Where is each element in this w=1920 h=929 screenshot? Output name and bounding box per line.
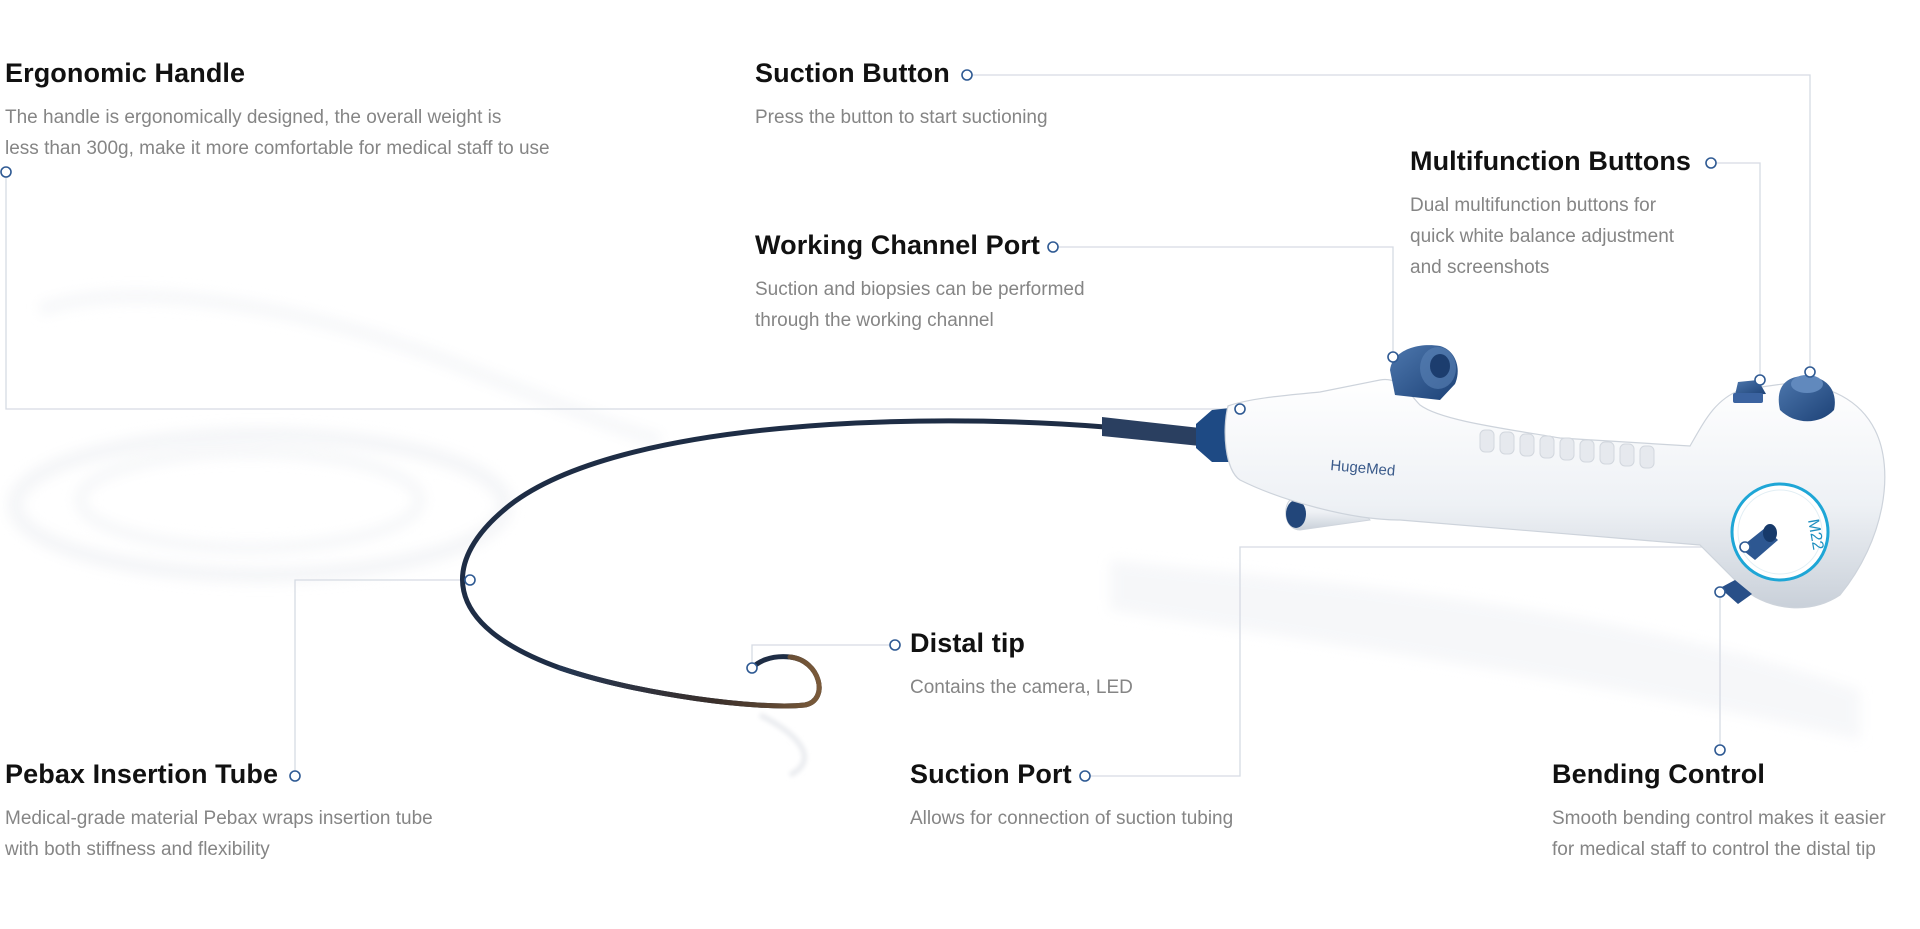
insertion-tube bbox=[460, 418, 1108, 778]
dot-distal-tip-device bbox=[746, 662, 758, 674]
grip-ridges bbox=[1479, 429, 1655, 469]
dot-pebax-device bbox=[464, 574, 476, 586]
dot-multifunction-device bbox=[1754, 374, 1766, 386]
dot-distal-tip-text bbox=[889, 639, 901, 651]
dot-working-channel-text bbox=[1047, 241, 1059, 253]
dot-suction-port-device bbox=[1739, 541, 1751, 553]
desc-line: Suction and biopsies can be performed bbox=[755, 279, 1085, 300]
desc-line: The handle is ergonomically designed, th… bbox=[5, 107, 502, 128]
background-tube-coil bbox=[7, 289, 662, 583]
feature-title-bending-control: Bending Control bbox=[1552, 759, 1765, 789]
feature-title-pebax-insertion-tube: Pebax Insertion Tube bbox=[5, 759, 279, 789]
feature-suction-port: Suction Port Allows for connection of su… bbox=[910, 757, 1233, 834]
feature-working-channel-port: Working Channel Port Suction and biopsie… bbox=[755, 228, 1085, 336]
dot-suction-button-device bbox=[1804, 366, 1816, 378]
leader-suction-button bbox=[967, 74, 1811, 372]
leader-dots bbox=[0, 69, 1816, 782]
feature-desc-suction-button: Press the button to start suctioning bbox=[755, 102, 1048, 133]
handle-reflection bbox=[1110, 560, 1860, 740]
handle-body: HugeMed bbox=[1224, 378, 1886, 609]
leader-suction-port bbox=[1085, 546, 1745, 777]
working-channel-port-cap bbox=[1390, 345, 1458, 400]
dot-ergonomic-handle-device bbox=[1234, 403, 1246, 415]
feature-pebax-insertion-tube: Pebax Insertion Tube Medical-grade mater… bbox=[5, 757, 433, 865]
dot-suction-port-text bbox=[1079, 770, 1091, 782]
dot-bending-device bbox=[1714, 586, 1726, 598]
desc-line: and screenshots bbox=[1410, 257, 1550, 278]
feature-desc-ergonomic-handle: The handle is ergonomically designed, th… bbox=[5, 102, 550, 164]
feature-ergonomic-handle: Ergonomic Handle The handle is ergonomic… bbox=[5, 56, 550, 164]
leader-pebax-insertion-tube bbox=[294, 579, 470, 776]
feature-title-distal-tip: Distal tip bbox=[910, 628, 1026, 658]
desc-line: Dual multifunction buttons for bbox=[1410, 195, 1657, 216]
feature-desc-distal-tip: Contains the camera, LED bbox=[910, 672, 1133, 703]
desc-line: for medical staff to control the distal … bbox=[1552, 839, 1876, 860]
model-label-text: M22 bbox=[1804, 518, 1826, 552]
desc-line: Smooth bending control makes it easier bbox=[1552, 808, 1886, 829]
dot-multifunction-text bbox=[1705, 157, 1717, 169]
feature-distal-tip: Distal tip Contains the camera, LED bbox=[910, 626, 1133, 703]
desc-line: through the working channel bbox=[755, 310, 994, 331]
feature-title-ergonomic-handle: Ergonomic Handle bbox=[5, 58, 246, 88]
dot-suction-button-text bbox=[961, 69, 973, 81]
desc-line: Contains the camera, LED bbox=[910, 677, 1133, 698]
feature-title-suction-port: Suction Port bbox=[910, 759, 1072, 789]
brand-logo-text: HugeMed bbox=[1330, 457, 1396, 480]
leader-lines bbox=[5, 74, 1811, 777]
leader-working-channel-port bbox=[1053, 246, 1394, 357]
dot-bending-text bbox=[1714, 744, 1726, 756]
strain-relief bbox=[1102, 408, 1230, 462]
dot-working-channel-device bbox=[1387, 351, 1399, 363]
desc-line: Medical-grade material Pebax wraps inser… bbox=[5, 808, 433, 829]
feature-title-multifunction-buttons: Multifunction Buttons bbox=[1410, 146, 1692, 176]
dot-ergonomic-handle-text bbox=[0, 166, 12, 178]
feature-suction-button: Suction Button Press the button to start… bbox=[755, 56, 1048, 133]
feature-title-working-channel-port: Working Channel Port bbox=[755, 230, 1041, 260]
desc-line: quick white balance adjustment bbox=[1410, 226, 1675, 247]
leader-ergonomic-handle bbox=[5, 172, 1240, 410]
feature-desc-bending-control: Smooth bending control makes it easier f… bbox=[1552, 803, 1886, 865]
bending-control-wheel: M22 bbox=[1720, 482, 1830, 604]
feature-desc-working-channel-port: Suction and biopsies can be performed th… bbox=[755, 274, 1085, 336]
leader-distal-tip bbox=[751, 644, 895, 668]
feature-multifunction-buttons: Multifunction Buttons Dual multifunction… bbox=[1410, 144, 1691, 283]
desc-line: Press the button to start suctioning bbox=[755, 107, 1048, 128]
feature-bending-control: Bending Control Smooth bending control m… bbox=[1552, 757, 1886, 865]
leader-multifunction-buttons bbox=[1711, 162, 1761, 380]
feature-title-suction-button: Suction Button bbox=[755, 58, 950, 88]
suction-button-cap bbox=[1778, 375, 1835, 422]
desc-line: with both stiffness and flexibility bbox=[5, 839, 270, 860]
feature-desc-pebax-insertion-tube: Medical-grade material Pebax wraps inser… bbox=[5, 803, 433, 865]
desc-line: less than 300g, make it more comfortable… bbox=[5, 138, 550, 159]
dot-pebax-text bbox=[289, 770, 301, 782]
desc-line: Allows for connection of suction tubing bbox=[910, 808, 1234, 829]
feature-desc-suction-port: Allows for connection of suction tubing bbox=[910, 803, 1233, 834]
feature-desc-multifunction-buttons: Dual multifunction buttons for quick whi… bbox=[1410, 190, 1691, 283]
